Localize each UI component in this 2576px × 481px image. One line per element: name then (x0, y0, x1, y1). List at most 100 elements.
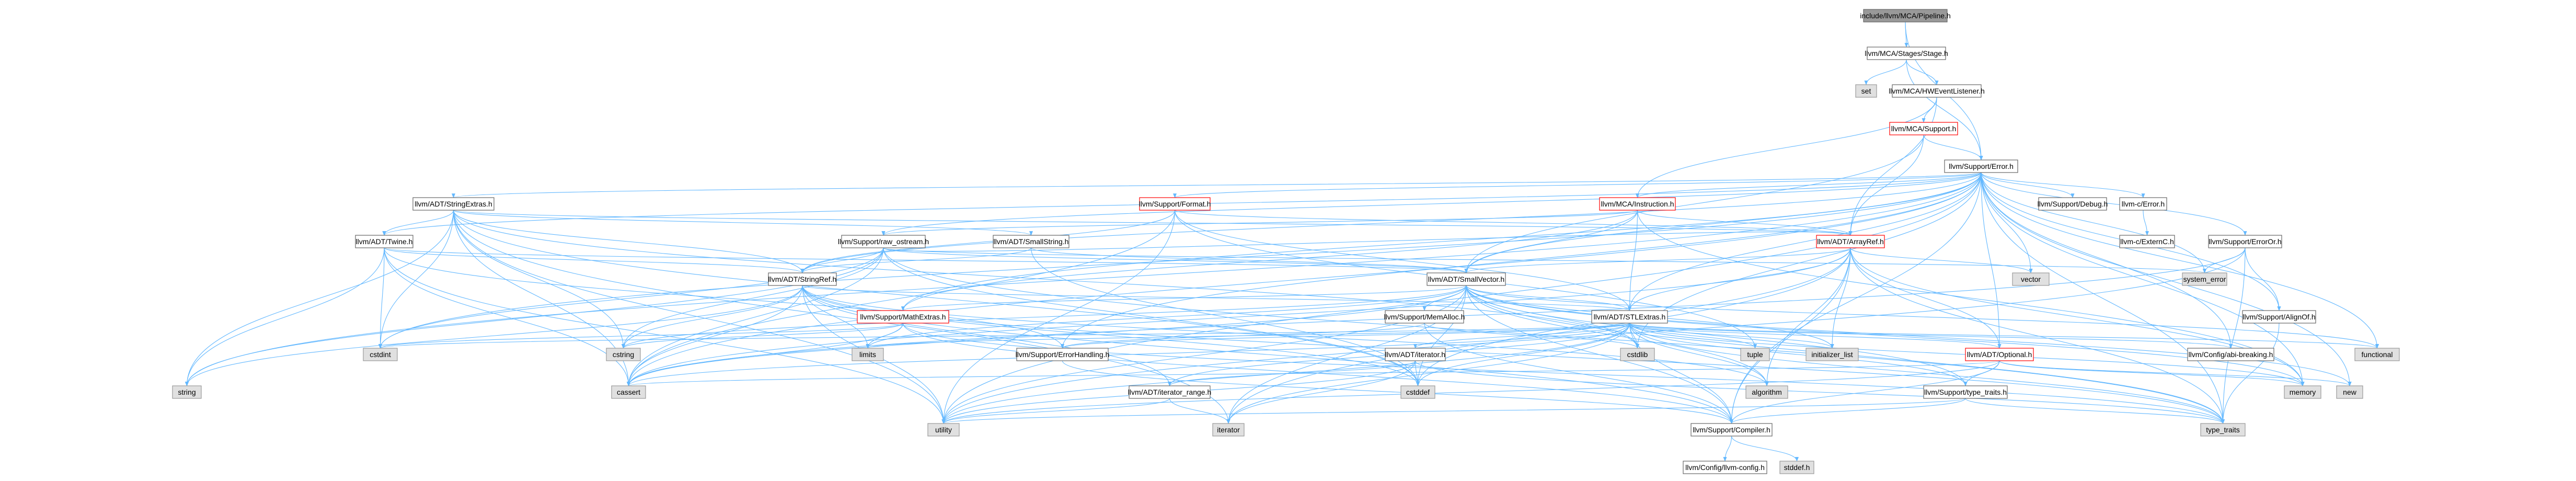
node-box-error (1944, 159, 2018, 173)
edge-alignof-to-typetraits (2221, 323, 2280, 424)
node-cstring: cstring (606, 348, 641, 361)
node-label-cstdlib: cstdlib (1627, 350, 1648, 359)
edge-compiler-to-llvmconfig (1723, 436, 1732, 462)
node-label-iteratorrange: llvm/ADT/iterator_range.h (1128, 388, 1212, 396)
edge-format-to-arrayref (1174, 210, 1853, 236)
node-compiler[interactable]: llvm/Support/Compiler.h (1690, 423, 1773, 437)
edge-rawostream-to-smallvector (883, 247, 1468, 273)
node-llvmconfig[interactable]: llvm/Config/llvm-config.h (1683, 461, 1767, 474)
node-utility: utility (927, 423, 960, 437)
edge-typetraitsh-to-typetraits (1965, 398, 2225, 424)
node-debug[interactable]: llvm/Support/Debug.h (2038, 197, 2108, 211)
node-error[interactable]: llvm/Support/Error.h (1944, 159, 2018, 173)
edge-smallvector-to-compiler (1466, 285, 1733, 424)
node-label-compiler: llvm/Support/Compiler.h (1693, 426, 1770, 434)
node-stage[interactable]: llvm/MCA/Stages/Stage.h (1865, 47, 1948, 60)
edge-stlextras-to-cstdint (378, 323, 1630, 349)
node-box-format (1139, 197, 1211, 211)
edge-smallvector-to-cassert (627, 285, 1467, 386)
edge-rawostream-to-systemerror (883, 247, 2206, 273)
node-box-string (172, 385, 202, 399)
node-limits: limits (852, 348, 884, 361)
node-label-limits: limits (859, 350, 876, 359)
node-stringref[interactable]: llvm/ADT/StringRef.h (768, 272, 837, 286)
node-label-cstddef: cstddef (1406, 388, 1430, 396)
node-mathextras[interactable]: llvm/Support/MathExtras.h (857, 310, 949, 324)
node-label-stlextras: llvm/ADT/STLExtras.h (1594, 313, 1666, 321)
node-twine[interactable]: llvm/ADT/Twine.h (355, 235, 413, 248)
node-label-cassert: cassert (617, 388, 640, 396)
edge-stringextras-to-cstddef (453, 210, 1420, 386)
edge-mathextras-to-typetraits (902, 323, 2225, 424)
edge-stlextras-to-typetraitsh (1629, 323, 1968, 386)
edge-format-to-stlextras (1174, 210, 1631, 311)
edge-erroror-to-alignof (2245, 247, 2281, 311)
edge-error-to-debug (1981, 172, 2075, 198)
edge-instruction-to-stlextras (1627, 210, 1638, 311)
edge-smallvector-to-new (1466, 285, 2352, 386)
edge-instruction-to-rawostream (881, 210, 1638, 236)
node-externc[interactable]: llvm-c/ExternC.h (2119, 235, 2175, 248)
edge-stringref-to-cassert (627, 285, 803, 386)
node-iteratorstd: iterator (1212, 423, 1245, 437)
node-stlextras[interactable]: llvm/ADT/STLExtras.h (1591, 310, 1668, 324)
edge-mathextras-to-cstring (622, 323, 904, 349)
node-box-externc (2119, 235, 2175, 248)
node-algorithm: algorithm (1745, 385, 1788, 399)
node-cerror[interactable]: llvm-c/Error.h (2119, 197, 2167, 211)
node-arrayref[interactable]: llvm/ADT/ArrayRef.h (1816, 235, 1885, 248)
node-erroror[interactable]: llvm/Support/ErrorOr.h (2208, 235, 2282, 248)
edge-erroror-to-typetraits (2221, 247, 2246, 424)
node-errorhandling[interactable]: llvm/Support/ErrorHandling.h (1016, 348, 1110, 361)
node-rawostream[interactable]: llvm/Support/raw_ostream.h (838, 235, 929, 248)
node-box-llvmconfig (1683, 461, 1767, 474)
edge-stlextras-to-algorithm (1629, 323, 1769, 386)
edge-twine-to-cassert (384, 247, 630, 386)
edge-error-to-compiler (1729, 172, 1982, 424)
node-label-errorhandling: llvm/Support/ErrorHandling.h (1016, 350, 1110, 359)
node-alignof[interactable]: llvm/Support/AlignOf.h (2242, 310, 2316, 324)
node-configabi[interactable]: llvm/Config/abi-breaking.h (2187, 348, 2274, 361)
edge-twine-to-stringref (384, 247, 804, 273)
node-memalloc[interactable]: llvm/Support/MemAlloc.h (1384, 310, 1465, 324)
node-label-stage: llvm/MCA/Stages/Stage.h (1865, 49, 1948, 58)
node-box-iteratorstd (1212, 423, 1245, 437)
node-iterator[interactable]: llvm/ADT/iterator.h (1385, 348, 1446, 361)
node-label-hwevent: llvm/MCA/HWEventListener.h (1889, 87, 1985, 95)
node-optional[interactable]: llvm/ADT/Optional.h (1965, 348, 2034, 361)
node-mcasupport[interactable]: llvm/MCA/Support.h (1889, 122, 1958, 135)
node-label-iteratorstd: iterator (1217, 426, 1240, 434)
node-label-root: include/llvm/MCA/Pipeline.h (1860, 12, 1951, 20)
node-label-set: set (1861, 87, 1871, 95)
edge-stringextras-to-cstdint (378, 210, 454, 349)
edge-stringextras-to-cassert (453, 210, 631, 386)
node-smallstring[interactable]: llvm/ADT/SmallString.h (993, 235, 1070, 248)
edge-twine-to-string (185, 247, 385, 386)
node-label-typetraits: type_traits (2206, 426, 2240, 434)
edge-smallvector-to-cstdlib (1466, 285, 1639, 349)
node-format[interactable]: llvm/Support/Format.h (1139, 197, 1211, 211)
edge-smallvector-to-stlextras (1466, 285, 1631, 311)
edge-stlextras-to-optional (1629, 323, 2002, 349)
node-label-initlist: initializer_list (1811, 350, 1853, 359)
edge-stringextras-to-arrayref (453, 210, 1852, 236)
node-label-typetraitsh: llvm/Support/type_traits.h (1924, 388, 2007, 396)
node-box-new (2336, 385, 2363, 399)
node-instruction[interactable]: llvm/MCA/Instruction.h (1599, 197, 1676, 211)
node-smallvector[interactable]: llvm/ADT/SmallVector.h (1427, 272, 1506, 286)
node-hwevent[interactable]: llvm/MCA/HWEventListener.h (1889, 84, 1985, 98)
edge-stringref-to-stlextras (802, 285, 1631, 311)
node-cstdint: cstdint (363, 348, 398, 361)
node-label-cstring: cstring (613, 350, 634, 359)
edge-error-to-stringextras (452, 172, 1982, 198)
node-box-arrayref (1816, 235, 1885, 248)
node-box-smallvector (1427, 272, 1506, 286)
node-iteratorrange[interactable]: llvm/ADT/iterator_range.h (1128, 385, 1212, 399)
node-stringextras[interactable]: llvm/ADT/StringExtras.h (412, 197, 494, 211)
node-box-mcasupport (1889, 122, 1958, 135)
edge-instruction-to-arrayref (1637, 210, 1853, 236)
node-typetraitsh[interactable]: llvm/Support/type_traits.h (1923, 385, 2008, 399)
edge-iterator-to-cstddef (1414, 360, 1420, 386)
node-root[interactable]: include/llvm/MCA/Pipeline.h (1860, 9, 1951, 22)
node-cstdlib: cstdlib (1620, 348, 1655, 361)
